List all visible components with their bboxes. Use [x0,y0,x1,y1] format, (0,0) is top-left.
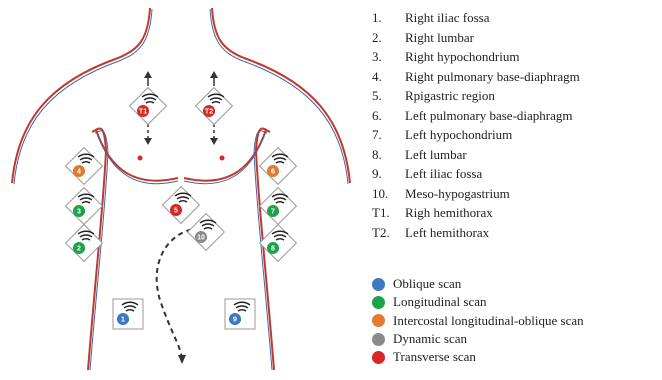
legend-text: Right lumbar [405,30,474,45]
scan-marker-T2: T2 [196,88,233,125]
legend-number: 3. [372,47,405,67]
scan-type-label: Dynamic scan [393,330,467,348]
scan-type-item: Longitudinal scan [372,293,584,311]
legend-item: 1.Right iliac fossa [372,8,580,28]
scan-type-label: Oblique scan [393,275,461,293]
color-dot-icon [372,296,385,309]
legend-number: 5. [372,86,405,106]
color-dot-icon [372,351,385,364]
scan-marker-10: 10 [188,214,225,251]
legend-text: Left hemithorax [405,225,489,240]
scan-marker-4: 4 [66,148,103,185]
legend-item: 7.Left hypochondrium [372,125,580,145]
legend-number: 2. [372,28,405,48]
color-dot-icon [372,333,385,346]
legend-number: 1. [372,8,405,28]
color-dot-icon [372,314,385,327]
marker-label: 6 [271,169,275,176]
marker-label: T2 [205,109,213,116]
legend-text: Meso-hypogastrium [405,186,510,201]
legend-number: 4. [372,67,405,87]
marker-label: 8 [271,246,275,253]
marker-label: 7 [271,209,275,216]
scan-type-label: Intercostal longitudinal-oblique scan [393,312,584,330]
scan-marker-8: 8 [260,225,297,262]
scan-marker-9: 9 [225,299,255,329]
legend-text: Right hypochondrium [405,49,519,64]
scan-marker-3: 3 [66,188,103,225]
legend-text: Right pulmonary base-diaphragm [405,69,580,84]
scan-marker-7: 7 [260,188,297,225]
legend-item: 9.Left iliac fossa [372,164,580,184]
scan-type-item: Transverse scan [372,348,584,366]
legend-number: 6. [372,106,405,126]
dynamic-scan-path [157,228,200,364]
legend-item: 2.Right lumbar [372,28,580,48]
legend-number: 7. [372,125,405,145]
scan-type-item: Oblique scan [372,275,584,293]
marker-label: 3 [77,209,81,216]
legend-text: Righ hemithorax [405,205,493,220]
scan-type-item: Dynamic scan [372,330,584,348]
legend-text: Left iliac fossa [405,166,482,181]
legend-text: Rpigastric region [405,88,495,103]
color-dot-icon [372,278,385,291]
marker-label: T1 [139,109,147,116]
legend-text: Right iliac fossa [405,10,490,25]
legend-item: T2.Left hemithorax [372,223,580,243]
legend-number: 9. [372,164,405,184]
legend-text: Left lumbar [405,147,467,162]
scan-marker-6: 6 [260,148,297,185]
scan-marker-1: 1 [113,299,143,329]
legend-number: T2. [372,223,405,243]
scan-type-item: Intercostal longitudinal-oblique scan [372,312,584,330]
marker-label: 4 [77,169,81,176]
scan-marker-T1: T1 [130,88,167,125]
legend-text: Left pulmonary base-diaphragm [405,108,573,123]
marker-label: 1 [121,317,125,324]
legend-item: 6.Left pulmonary base-diaphragm [372,106,580,126]
legend-item: 5.Rpigastric region [372,86,580,106]
scan-type-label: Transverse scan [393,348,476,366]
marker-label: 2 [77,246,81,253]
legend-item: T1.Righ hemithorax [372,203,580,223]
legend-item: 3.Right hypochondrium [372,47,580,67]
scan-type-label: Longitudinal scan [393,293,487,311]
marker-label: 10 [197,235,205,242]
legend-number: 10. [372,184,405,204]
marker-label: 9 [233,317,237,324]
legend-item: 4.Right pulmonary base-diaphragm [372,67,580,87]
legend-item: 8.Left lumbar [372,145,580,165]
marker-label: 5 [174,208,178,215]
legend-text: Left hypochondrium [405,127,512,142]
scan-marker-5: 5 [163,187,200,224]
legend-item: 10.Meso-hypogastrium [372,184,580,204]
legend-number: T1. [372,203,405,223]
legend-number: 8. [372,145,405,165]
scan-marker-2: 2 [66,225,103,262]
